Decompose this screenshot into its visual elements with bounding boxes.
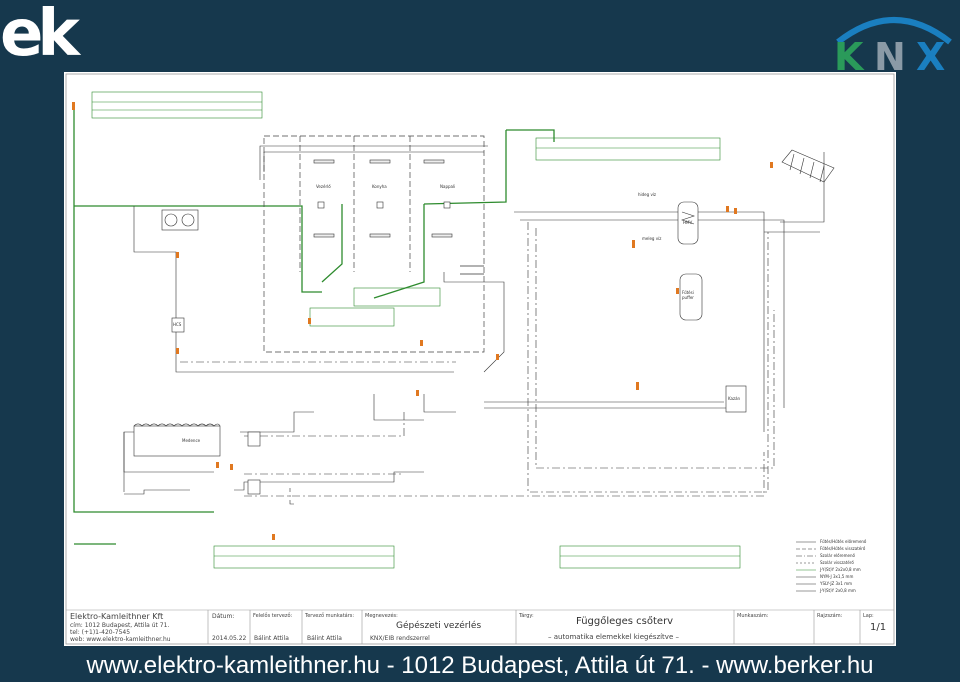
solar-collectors — [781, 149, 835, 183]
title-block-grid — [66, 609, 894, 644]
tb-designer-value: Bálint Attila — [254, 635, 289, 642]
knx-logo: K N X — [834, 17, 952, 72]
tb-subject-value: Függőleges csőterv — [576, 616, 674, 627]
house-outline — [263, 135, 485, 353]
pool — [133, 423, 221, 457]
valve-boxes — [317, 201, 451, 209]
knx-rail-bottom-left — [213, 545, 395, 569]
legend-item: Szolár előremenő — [820, 553, 855, 558]
tb-date-label: Dátum: — [212, 613, 235, 620]
footer-bar: www.elektro-kamleithner.hu - 1012 Budape… — [0, 646, 960, 682]
ek-logo: ek — [0, 0, 80, 71]
tb-page-label: Lap: — [863, 613, 874, 619]
svg-text:K: K — [834, 35, 865, 72]
label-meleg-viz: meleg víz — [642, 236, 662, 241]
hmv-tank — [677, 201, 699, 245]
tb-address: cím: 1012 Budapest, Attila út 71. — [70, 622, 170, 629]
temperature-sensors — [72, 102, 773, 540]
hcs-units — [171, 317, 261, 495]
buffer-tank — [679, 273, 703, 321]
tb-worker-value: Bálint Attila — [307, 635, 342, 642]
svg-text:N: N — [874, 35, 906, 72]
label-buffer: Fűtési puffer — [682, 290, 694, 300]
label-room-nappali: Nappali — [440, 184, 456, 189]
knx-rail-top-left — [91, 91, 263, 119]
tb-subject-label: Tárgy: — [519, 613, 534, 619]
top-bar: ek K N X — [0, 0, 960, 72]
legend-item: YSLY-JZ 3x1 mm — [820, 581, 853, 586]
knx-actuator-center — [309, 287, 441, 327]
label-hmv: HMV — [683, 220, 693, 225]
legend-item: J-Y(St)Y 2x2x0,8 mm — [820, 567, 861, 572]
label-kazan: Kazán — [728, 396, 741, 401]
tb-name-sub: KNX/EIB rendszerrel — [370, 635, 430, 642]
drawing-sheet: Vezérlő Konyha Nappali HMV Fűtési puffer… — [64, 72, 896, 646]
label-room-vezerlo: Vezérlő — [316, 184, 331, 189]
label-room-konyha: Konyha — [372, 184, 387, 189]
label-medence: Medence — [182, 438, 201, 443]
knx-rail-bottom-right — [559, 545, 741, 569]
tb-designer-label: Felelős tervező: — [253, 613, 293, 619]
tb-subject-sub: – automatika elemekkel kiegészítve – — [548, 633, 679, 641]
legend-item: Fűtés/Hűtés előremenő — [820, 539, 867, 544]
return-pipes — [180, 222, 775, 505]
tb-company: Elektro-Kamleithner Kft — [70, 612, 164, 621]
boiler — [725, 385, 747, 413]
label-hcs: HCS — [173, 322, 182, 327]
legend-item: Szolár visszatérő — [820, 560, 854, 565]
knx-rail-top-right — [535, 137, 721, 161]
tb-page-value: 1/1 — [870, 622, 887, 633]
footer-text: www.elektro-kamleithner.hu - 1012 Budape… — [86, 652, 874, 679]
legend-lines — [796, 541, 816, 592]
outdoor-unit — [161, 209, 199, 231]
tb-phone: tel: (+1)1-420-7545 — [70, 629, 131, 636]
schematic-diagram — [65, 73, 895, 645]
radiators — [313, 159, 453, 238]
label-hideg-viz: hideg víz — [638, 192, 657, 197]
tb-drawing-label: Rajzszám: — [817, 613, 843, 619]
tb-web: web: www.elektro-kamleithner.hu — [70, 636, 171, 643]
knx-bus-lines — [73, 102, 555, 545]
legend-item: J-Y(St)Y 2x0,8 mm — [820, 588, 856, 593]
svg-text:X: X — [916, 35, 945, 72]
tb-date-value: 2014.05.22 — [212, 635, 247, 642]
manifold — [460, 265, 484, 275]
heating-pipes — [123, 145, 825, 495]
legend-item: NYM-J 3x1,5 mm — [820, 574, 854, 579]
tb-name-value: Gépészeti vezérlés — [396, 621, 482, 631]
tb-worker-label: Tervező munkatárs: — [305, 613, 355, 619]
legend-item: Fűtés/Hűtés visszatérő — [820, 546, 866, 551]
tb-job-label: Munkaszám: — [737, 613, 769, 619]
tb-name-label: Megnevezés: — [365, 613, 398, 619]
